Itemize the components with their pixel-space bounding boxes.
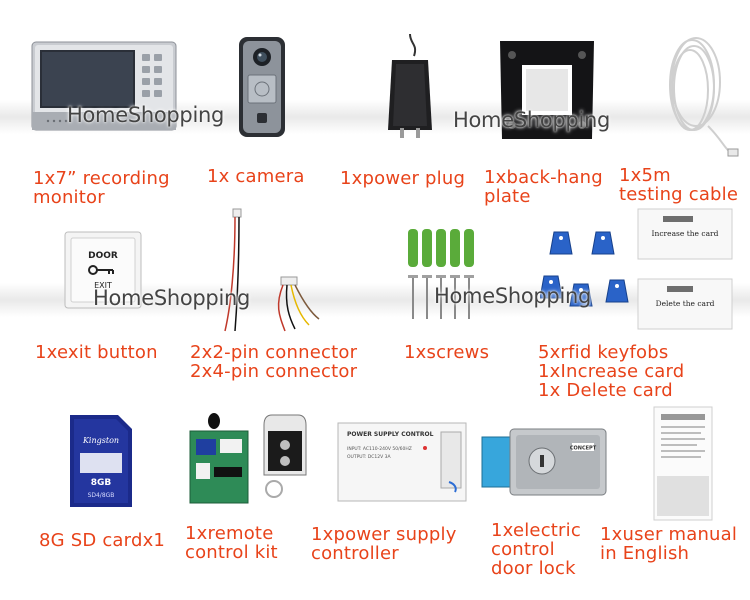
screws-image bbox=[408, 229, 474, 319]
door-lock-brand: CONCEPT bbox=[570, 446, 597, 452]
exit-button-image: DOOR EXIT bbox=[64, 231, 142, 309]
sd-card-size: 8GB bbox=[91, 478, 112, 488]
screws-label: 1xscrews bbox=[404, 342, 490, 363]
remote-kit-image bbox=[189, 413, 307, 504]
watermark-middle-left: HomeShopping bbox=[93, 286, 251, 310]
delete-card-image: Delete the card bbox=[637, 278, 733, 330]
power-plug-image bbox=[388, 33, 432, 138]
delete-card-text: Delete the card bbox=[656, 299, 715, 308]
monitor-image bbox=[31, 41, 177, 131]
rfid-keyfobs-image bbox=[540, 231, 629, 307]
watermark-top-left: HomeShopping bbox=[67, 103, 225, 127]
sd-card-brand: Kingston bbox=[82, 436, 119, 445]
exit-button-label: 1xexit button bbox=[35, 342, 158, 363]
door-lock-image: CONCEPT bbox=[481, 428, 607, 496]
power-supply-output: OUTPUT: DC12V 3A bbox=[347, 454, 391, 460]
power-supply-image: POWER SUPPLY CONTROL INPUT: AC110-240V 5… bbox=[337, 422, 467, 502]
camera-label: 1x camera bbox=[207, 166, 305, 187]
power-supply-input: INPUT: AC110-240V 50/60HZ bbox=[347, 446, 412, 452]
user-manual-image bbox=[653, 406, 713, 521]
increase-card-text: Increase the card bbox=[652, 229, 719, 238]
sd-card-model: SD4/8GB bbox=[88, 492, 115, 499]
testing-cable-image bbox=[669, 37, 739, 157]
exit-button-exit-text: EXIT bbox=[94, 281, 112, 290]
power-supply-title: POWER SUPPLY CONTROL bbox=[347, 431, 434, 438]
sd-card-label: 8G SD cardx1 bbox=[39, 530, 166, 551]
camera-image bbox=[239, 37, 285, 137]
back-hang-plate-image bbox=[500, 41, 594, 139]
pin-connector-image bbox=[224, 208, 320, 332]
power-plug-label: 1xpower plug bbox=[340, 168, 466, 189]
exit-button-door-text: DOOR bbox=[88, 251, 118, 261]
increase-card-image: Increase the card bbox=[637, 208, 733, 260]
watermark-middle-right: HomeShopping bbox=[434, 284, 592, 308]
sd-card-image: Kingston 8GB SD4/8GB bbox=[70, 415, 132, 507]
watermark-top-right: HomeShopping bbox=[453, 108, 611, 132]
